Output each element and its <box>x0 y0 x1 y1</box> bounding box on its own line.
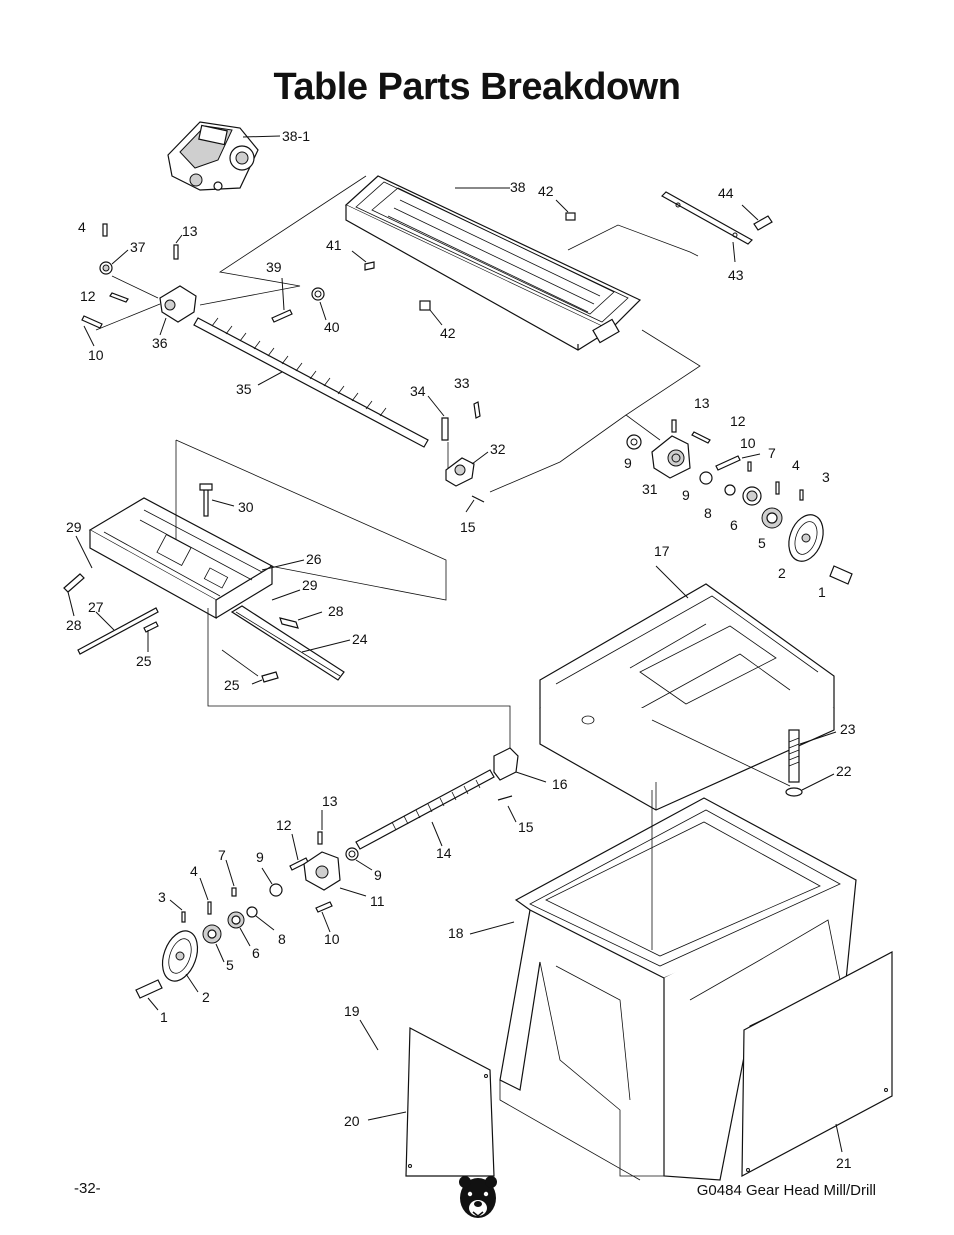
left-handwheel-assembly <box>135 810 373 1011</box>
label-32: 32 <box>490 441 506 457</box>
label-1: 1 <box>818 584 826 600</box>
stand-part-18 <box>469 790 857 1181</box>
label-4: 4 <box>190 863 198 879</box>
label-5: 5 <box>226 957 234 973</box>
label-18: 18 <box>448 925 464 941</box>
label-44: 44 <box>718 185 734 201</box>
label-15: 15 <box>518 819 534 835</box>
label-38: 38 <box>510 179 526 195</box>
screw-part-44 <box>741 204 773 231</box>
label-26: 26 <box>306 551 322 567</box>
leadscrew-part-14 <box>355 769 495 850</box>
dro-readout-unit <box>167 121 281 191</box>
end-bracket-left-top <box>81 223 197 347</box>
label-8: 8 <box>278 931 286 947</box>
label-14: 14 <box>436 845 452 861</box>
label-34: 34 <box>410 383 426 399</box>
label-13: 13 <box>694 395 710 411</box>
label-39: 39 <box>266 259 282 275</box>
leadscrew-part-35 <box>193 317 429 448</box>
label-12: 12 <box>730 413 746 429</box>
label-11: 11 <box>370 893 385 909</box>
label-6: 6 <box>730 517 738 533</box>
label-27: 27 <box>88 599 104 615</box>
right-handwheel-assembly <box>626 419 853 585</box>
label-37: 37 <box>130 239 146 255</box>
label-5: 5 <box>758 535 766 551</box>
label-7: 7 <box>768 445 776 461</box>
label-9: 9 <box>624 455 632 471</box>
panel-part-21 <box>741 951 893 1178</box>
label-9: 9 <box>256 849 264 865</box>
label-22: 22 <box>836 763 852 779</box>
label-10: 10 <box>740 435 756 451</box>
label-33: 33 <box>454 375 470 391</box>
label-29: 29 <box>66 519 82 535</box>
table-part-38 <box>344 175 642 351</box>
bolt-part-23 <box>651 719 837 797</box>
label-13: 13 <box>322 793 338 809</box>
page-title: Table Parts Breakdown <box>273 66 681 108</box>
label-17: 17 <box>654 543 670 559</box>
label-23: 23 <box>840 721 856 737</box>
label-16: 16 <box>552 776 568 792</box>
nut-part-16 <box>493 747 547 823</box>
label-19: 19 <box>344 1003 360 1019</box>
label-21: 21 <box>836 1155 852 1171</box>
saddle-left-parts <box>63 535 159 655</box>
label-29: 29 <box>302 577 318 593</box>
nut-bracket-part-32 <box>427 395 627 513</box>
label-9: 9 <box>374 867 382 883</box>
label-2: 2 <box>202 989 210 1005</box>
label-20: 20 <box>344 1113 360 1129</box>
label-3: 3 <box>822 469 830 485</box>
gib-part-43 <box>661 191 753 263</box>
label-31: 31 <box>642 481 658 497</box>
label-41: 41 <box>326 237 342 253</box>
knee-part-17 <box>539 565 835 811</box>
part-number-labels: 38-1 38 42 44 43 4 37 13 41 39 12 10 36 … <box>66 128 856 1171</box>
label-9: 9 <box>682 487 690 503</box>
label-28: 28 <box>66 617 82 633</box>
label-25: 25 <box>224 677 240 693</box>
label-42: 42 <box>538 183 554 199</box>
page-number: -32- <box>74 1180 101 1197</box>
label-12: 12 <box>80 288 96 304</box>
label-35: 35 <box>236 381 252 397</box>
gib-part-24 <box>221 589 351 685</box>
label-8: 8 <box>704 505 712 521</box>
label-4: 4 <box>792 457 800 473</box>
label-4: 4 <box>78 219 86 235</box>
label-3: 3 <box>158 889 166 905</box>
part-42-top <box>555 199 576 221</box>
label-1: 1 <box>160 1009 168 1025</box>
label-24: 24 <box>352 631 368 647</box>
label-12: 12 <box>276 817 292 833</box>
manual-name: G0484 Gear Head Mill/Drill <box>696 1182 876 1199</box>
label-43: 43 <box>728 267 744 283</box>
label-40: 40 <box>324 319 340 335</box>
label-6: 6 <box>252 945 260 961</box>
label-42: 42 <box>440 325 456 341</box>
label-38-1: 38-1 <box>282 128 310 144</box>
panel-part-20 <box>359 1019 495 1177</box>
label-2: 2 <box>778 565 786 581</box>
label-10: 10 <box>324 931 340 947</box>
label-10: 10 <box>88 347 104 363</box>
label-28: 28 <box>328 603 344 619</box>
small-parts-39-42 <box>271 250 443 326</box>
label-15: 15 <box>460 519 476 535</box>
label-13: 13 <box>182 223 198 239</box>
saddle-part-26 <box>88 483 305 620</box>
label-36: 36 <box>152 335 168 351</box>
label-7: 7 <box>218 847 226 863</box>
label-30: 30 <box>238 499 254 515</box>
grizzly-bear-logo-icon <box>459 1176 497 1218</box>
label-25: 25 <box>136 653 152 669</box>
